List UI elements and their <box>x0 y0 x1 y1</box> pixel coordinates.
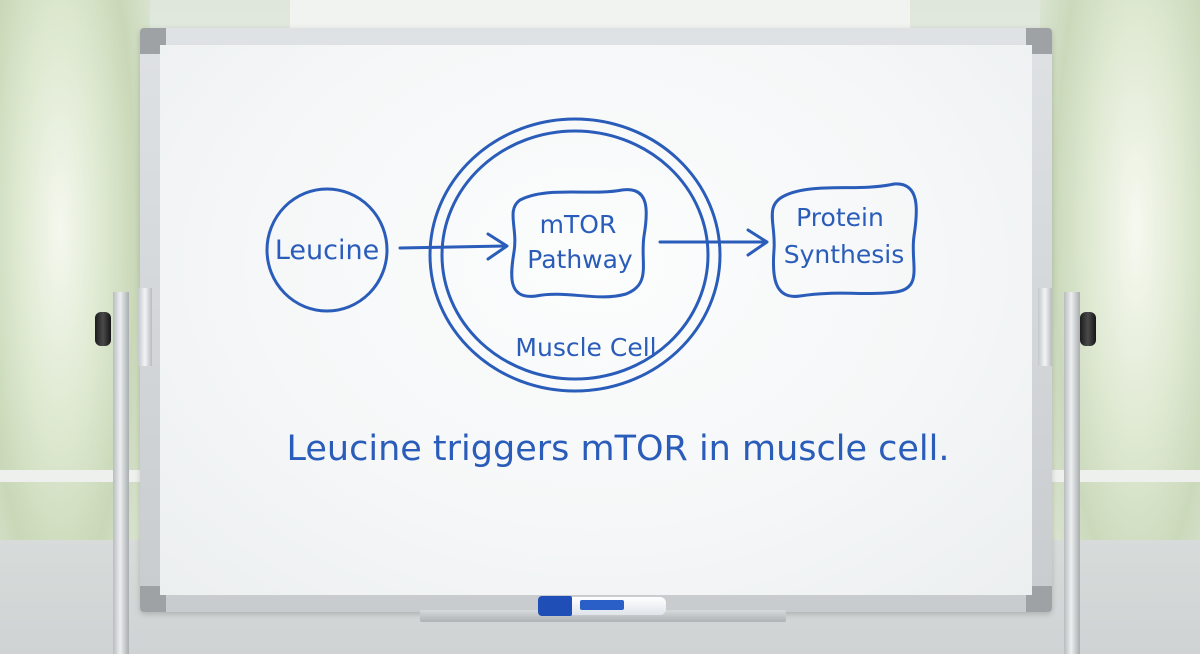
protein-label-line2: Synthesis <box>784 240 905 269</box>
mtor-label-line2: Pathway <box>527 245 633 274</box>
bracket-right <box>1038 288 1052 366</box>
marker-tray <box>420 610 786 622</box>
protein-label-line1: Protein <box>796 203 884 232</box>
muscle-cell-outer-outline <box>428 117 722 393</box>
marker-icon[interactable] <box>538 596 670 616</box>
leucine-label: Leucine <box>275 235 379 266</box>
mtor-label-line1: mTOR <box>540 210 617 239</box>
background-top-light <box>290 0 910 30</box>
knob-right-icon <box>1080 312 1096 346</box>
mtor-pathway-shape <box>510 188 648 299</box>
knob-left-icon <box>95 312 111 346</box>
arrow-head-2 <box>746 228 769 257</box>
whiteboard-surface <box>160 45 1032 595</box>
marker-cap <box>538 596 572 616</box>
arrow-head-1 <box>486 232 509 261</box>
protein-synthesis-shape <box>770 182 918 298</box>
leucine-circle <box>265 187 389 313</box>
stand-leg-left <box>113 292 129 654</box>
stand-leg-right <box>1064 292 1080 654</box>
arrow-leucine-to-mtor <box>398 244 507 250</box>
board-caption: Leucine triggers mTOR in muscle cell. <box>287 429 950 469</box>
bracket-left <box>138 288 152 366</box>
muscle-cell-inner-outline <box>440 129 710 381</box>
muscle-cell-label: Muscle Cell <box>515 333 656 362</box>
marker-label <box>580 600 624 610</box>
